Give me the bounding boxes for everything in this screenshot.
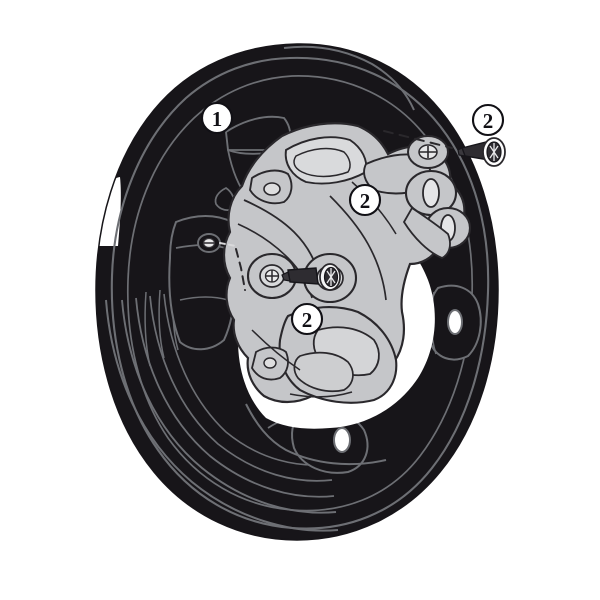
- leader-line-left-bracket: [219, 242, 237, 247]
- plate-rib-3: [135, 297, 335, 498]
- callout-badge-2-lower-bolt[interactable]: 2: [290, 302, 324, 336]
- plate-right-lug-hole: [447, 309, 463, 335]
- plate-bottom-lug-hole: [333, 427, 351, 453]
- caliper-eye-web: [402, 206, 451, 259]
- bolt-lower-drive-marks: [326, 268, 336, 286]
- caliper-pad-wedge-2: [293, 351, 354, 393]
- bolt-upper-tip: [457, 147, 466, 157]
- plate-left-bracket-fold2: [179, 296, 229, 301]
- caliper-assembly-group[interactable]: [222, 122, 472, 404]
- leader-line-lower-bolt: [235, 248, 246, 291]
- callout-1-circle: [200, 101, 234, 135]
- caliper-rib-3: [329, 195, 387, 301]
- caliper-left-lug-hole: [263, 182, 281, 196]
- mounting-bolt-upper-group[interactable]: [383, 130, 506, 167]
- caliper-lower-contour-1: [251, 329, 301, 371]
- plate-rib-2: [121, 299, 337, 514]
- caliper-upper-bolt-cross: [419, 146, 437, 158]
- callout-badge-2-caliper[interactable]: 2: [348, 183, 382, 217]
- plate-rib-short-2: [158, 289, 165, 359]
- plate-top-flange: [283, 45, 415, 111]
- caliper-lower-contour-2: [289, 391, 353, 398]
- plate-rib-1: [105, 299, 339, 532]
- callout-2-upper-circle: [471, 103, 505, 137]
- caliper-lower-foot-hole: [263, 357, 277, 369]
- caliper-boltseat-left-cross: [265, 270, 279, 282]
- callout-badge-1[interactable]: 1: [200, 101, 234, 135]
- bolt-upper-drive-marks: [489, 143, 499, 161]
- backing-plate-outline: [95, 43, 499, 541]
- plate-bottom-contour: [245, 403, 387, 466]
- plate-rib-short-1: [144, 291, 151, 367]
- caliper-top-plateau-inner: [293, 147, 351, 178]
- callout-2-caliper-circle: [348, 183, 382, 217]
- callout-2-lower-circle: [290, 302, 324, 336]
- bolt-lower-tip: [281, 271, 291, 282]
- caliper-eye-upper-hole: [422, 178, 440, 208]
- backing-plate-rim-notch: [94, 177, 121, 246]
- callout-badge-2-upper-bolt[interactable]: 2: [471, 103, 505, 137]
- bolt-lower-shaft: [287, 267, 319, 285]
- plate-rib-4: [149, 295, 333, 482]
- mounting-bolt-lower-group[interactable]: [235, 248, 341, 291]
- leader-line-upper-bolt: [383, 130, 453, 149]
- plate-rib-5: [163, 293, 331, 466]
